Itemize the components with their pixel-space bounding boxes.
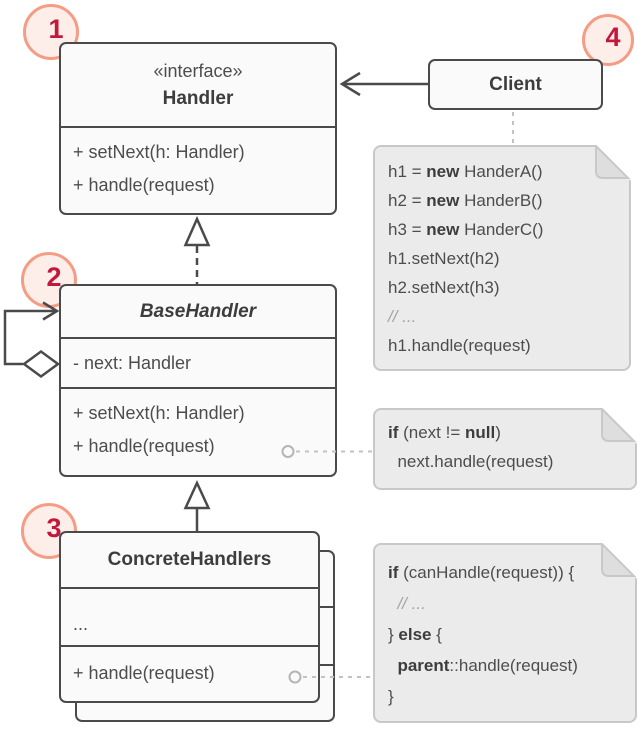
badge-4: 4 (582, 14, 634, 66)
aggregation-diamond-icon (21, 349, 61, 379)
note-client-code-text: h1 = new HanderA()h2 = new HanderB()h3 =… (388, 162, 544, 355)
badge-1: 1 (23, 4, 79, 60)
class-client-name: Client (489, 73, 542, 95)
method-handle: + handle(request) (73, 663, 215, 683)
note-concrete-handler-code-text: if (canHandle(request)) { // ...} else {… (388, 563, 578, 706)
class-concrete-handlers: ConcreteHandlers ... + handle(request) (59, 531, 320, 703)
class-handler-name: Handler (162, 87, 234, 109)
class-base-handler-methods: + setNext(h: Handler) + handle(request) (61, 387, 335, 463)
class-handler-methods: + setNext(h: Handler) + handle(request) (61, 126, 335, 202)
class-handler-title: «interface» Handler (61, 44, 335, 126)
class-client: Client (428, 59, 603, 110)
attr-ellipsis: ... (73, 613, 89, 634)
class-concrete-handlers-title: ConcreteHandlers (61, 533, 318, 587)
note-fold-icon (601, 408, 637, 444)
open-arrowhead-icon (339, 71, 361, 97)
note-client-code: h1 = new HanderA()h2 = new HanderB()h3 =… (373, 145, 631, 371)
method-handle: + handle(request) (73, 436, 215, 456)
self-association-line (3, 309, 57, 366)
class-base-handler: BaseHandler - next: Handler + setNext(h:… (59, 284, 337, 477)
note-concrete-handler-code: if (canHandle(request)) { // ...} else {… (373, 543, 637, 723)
method-setnext: + setNext(h: Handler) (73, 403, 245, 423)
note-fold-icon (601, 543, 637, 579)
class-base-handler-attributes: - next: Handler (61, 337, 335, 387)
class-handler: «interface» Handler + setNext(h: Handler… (59, 42, 337, 215)
realization-triangle-icon (183, 215, 211, 247)
method-setnext: + setNext(h: Handler) (73, 142, 245, 162)
inheritance-triangle-icon (183, 480, 211, 510)
note-base-handler-code: if (next != null) next.handle(request) (373, 408, 637, 490)
note-fold-icon (595, 145, 631, 181)
method-handle: + handle(request) (73, 175, 215, 195)
attr-next: - next: Handler (73, 352, 192, 373)
class-client-title: Client (430, 61, 601, 108)
note-base-handler-code-text: if (next != null) next.handle(request) (388, 423, 554, 471)
interface-stereotype: «interface» (153, 60, 243, 81)
class-concrete-handlers-attributes: ... (61, 587, 318, 645)
class-concrete-handlers-methods: + handle(request) (61, 645, 318, 700)
class-concrete-handlers-name: ConcreteHandlers (107, 549, 272, 570)
class-base-handler-title: BaseHandler (61, 286, 335, 337)
class-base-handler-name: BaseHandler (139, 300, 257, 322)
